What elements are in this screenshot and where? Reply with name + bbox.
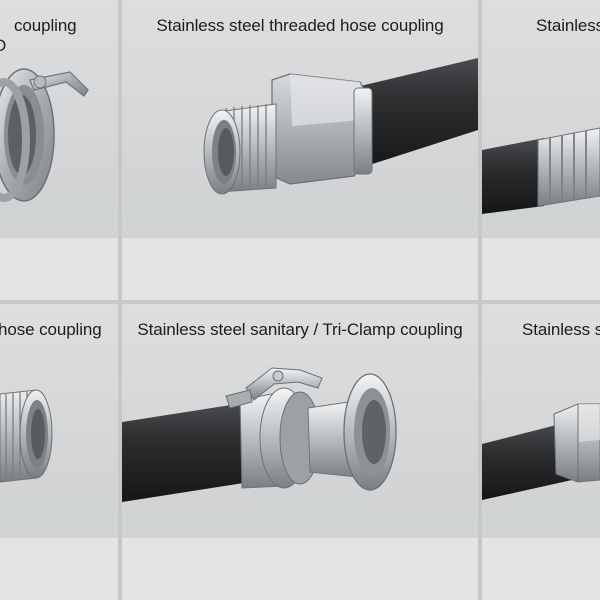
product-caption: Stainless steel sanitary / Tri-Clamp cou… (137, 320, 463, 339)
product-caption: hose coupling (0, 320, 102, 339)
cell-floor (0, 238, 118, 300)
product-caption: Stainless s (522, 320, 600, 339)
product-cell-threaded[interactable]: Stainless steel threaded hose coupling (122, 0, 478, 300)
hex-coupling-image (482, 403, 600, 500)
product-caption-line2: D (0, 36, 7, 55)
product-caption: Stainless (536, 16, 600, 35)
product-cell-triclamp[interactable]: Stainless steel sanitary / Tri-Clamp cou… (122, 304, 478, 600)
product-cell-barbed[interactable]: Stainless (482, 0, 600, 300)
product-cell-hex[interactable]: Stainless s (482, 304, 600, 600)
barbed-coupling-image (482, 127, 600, 214)
camlock-coupling-image (0, 68, 89, 202)
threaded-nipple-image (0, 389, 53, 483)
product-caption: Stainless steel threaded hose coupling (156, 16, 444, 35)
cell-floor (0, 538, 118, 600)
product-cell-camlock[interactable]: coupling D (0, 0, 118, 300)
product-cell-nipple[interactable]: hose coupling (0, 304, 118, 600)
cell-floor (482, 538, 600, 600)
cell-floor (122, 538, 478, 600)
threaded-hose-coupling-image (203, 58, 478, 195)
tri-clamp-coupling-image (122, 367, 397, 502)
cell-floor (482, 238, 600, 300)
product-caption: coupling (14, 16, 77, 35)
cell-floor (122, 238, 478, 300)
